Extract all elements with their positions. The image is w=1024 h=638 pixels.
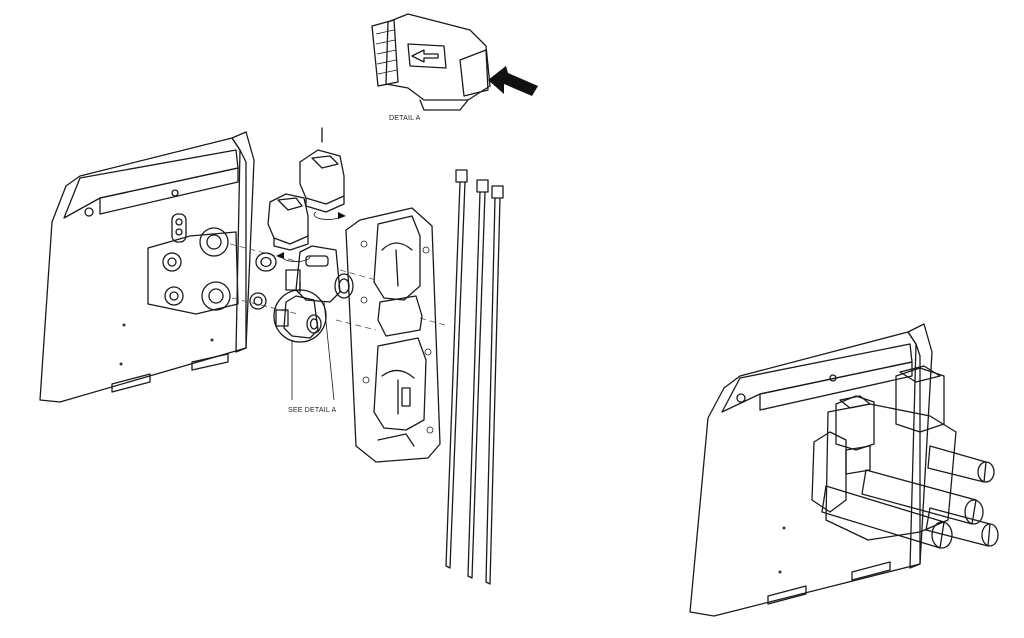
valve-cap [267, 193, 311, 262]
valve-body [285, 245, 354, 303]
insulated-pipe [821, 445, 999, 549]
panel-fittings-left [147, 213, 239, 315]
detail-a-label: DETAIL A [389, 115, 421, 122]
cable-tie [467, 179, 489, 579]
valve-cap [299, 127, 346, 220]
arrow-icon [488, 66, 538, 96]
washer [249, 252, 277, 310]
insulation-jacket [345, 207, 441, 463]
boiler-panel-assembled [689, 323, 933, 617]
leader-lines [291, 301, 335, 401]
see-detail-a-label: SEE DETAIL A [288, 407, 336, 414]
boiler-panel-left [39, 131, 255, 403]
cable-tie [485, 185, 504, 585]
assembled-valves [811, 365, 957, 541]
valve-body [273, 281, 327, 343]
detail-a-valve [371, 13, 491, 111]
cable-tie [445, 169, 468, 569]
